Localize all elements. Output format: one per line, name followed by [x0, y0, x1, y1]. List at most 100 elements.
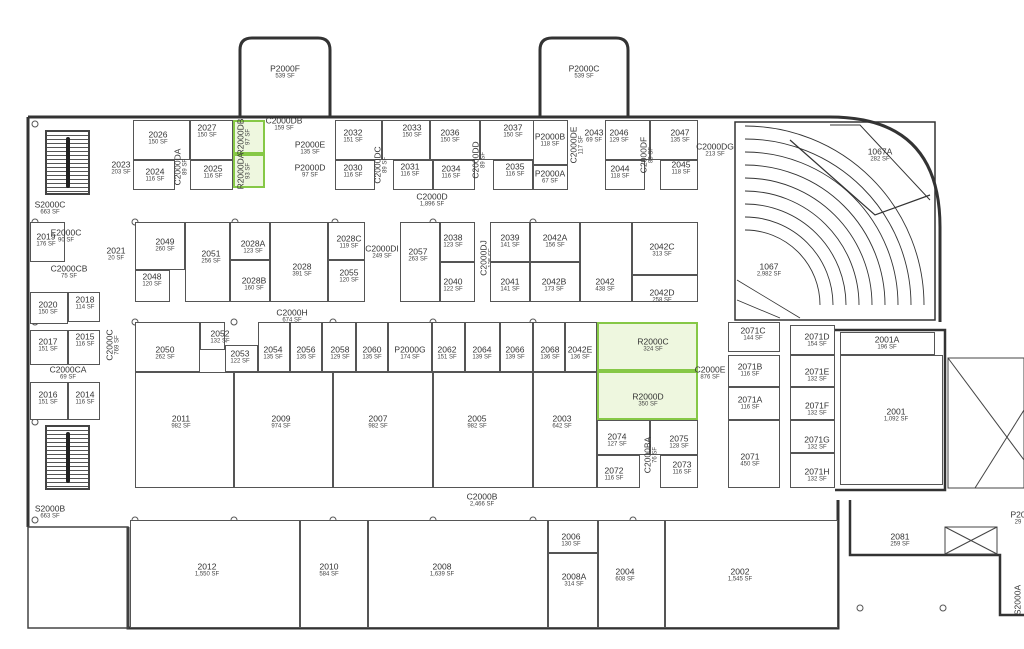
room-r2000c[interactable] — [597, 322, 698, 371]
room-2071b[interactable] — [728, 355, 780, 387]
room-2055[interactable] — [328, 260, 365, 302]
room-2021[interactable] — [100, 245, 130, 263]
room-2023[interactable] — [103, 120, 133, 190]
room-2058[interactable] — [322, 322, 356, 372]
room-p2000a[interactable] — [533, 165, 568, 190]
room-1067a[interactable] — [860, 145, 900, 167]
room-2042a[interactable] — [530, 222, 580, 262]
room-2073[interactable] — [660, 455, 698, 488]
room-r2000da[interactable] — [233, 154, 265, 188]
room-2071a[interactable] — [728, 387, 780, 420]
room-2030[interactable] — [335, 160, 375, 190]
room-2060[interactable] — [356, 322, 388, 372]
room-2071[interactable] — [728, 420, 780, 488]
room-c2000dc[interactable] — [375, 150, 388, 190]
room-2075[interactable] — [650, 420, 698, 455]
room-2051[interactable] — [185, 222, 230, 302]
room-2006[interactable] — [548, 520, 598, 553]
room-2064[interactable] — [465, 322, 500, 372]
room-2053[interactable] — [225, 345, 258, 372]
room-2001[interactable] — [840, 355, 943, 485]
room-2028[interactable] — [270, 222, 328, 302]
room-2018[interactable] — [68, 292, 100, 322]
room-c2000ba[interactable] — [643, 440, 659, 475]
room-2020[interactable] — [30, 292, 68, 324]
room-1067[interactable] — [745, 255, 795, 285]
room-2041[interactable] — [490, 262, 530, 302]
room-2012[interactable] — [130, 520, 300, 628]
room-e2000c[interactable] — [58, 226, 86, 248]
room-2042e[interactable] — [565, 322, 597, 372]
room-2071g[interactable] — [790, 420, 835, 453]
room-2048[interactable] — [135, 270, 170, 302]
room-2017[interactable] — [30, 330, 68, 365]
room-2002[interactable] — [665, 520, 838, 628]
room-p2000g[interactable] — [388, 322, 432, 372]
room-2032[interactable] — [335, 120, 382, 160]
room-2071d[interactable] — [790, 325, 835, 355]
room-s2000c[interactable] — [30, 198, 75, 218]
room-2001a[interactable] — [840, 332, 935, 355]
room-2016[interactable] — [30, 382, 68, 420]
room-2042b[interactable] — [530, 262, 580, 302]
room-2042c[interactable] — [632, 222, 698, 275]
room-c2000b[interactable] — [455, 492, 510, 508]
room-c2000cb[interactable] — [50, 266, 90, 278]
room-s2000b[interactable] — [30, 502, 75, 522]
room-2035[interactable] — [493, 160, 533, 190]
room-c2000dd[interactable] — [475, 145, 487, 190]
room-2014[interactable] — [68, 382, 100, 420]
room-p2000d[interactable] — [285, 160, 335, 188]
room-c2000ca[interactable] — [50, 368, 90, 380]
room-2036[interactable] — [430, 120, 480, 160]
room-2066[interactable] — [500, 322, 533, 372]
room-2011[interactable] — [135, 372, 234, 488]
room-2044[interactable] — [605, 160, 645, 190]
room-2046[interactable] — [605, 120, 650, 160]
room-p2000e[interactable] — [285, 132, 335, 160]
room-2042[interactable] — [580, 222, 632, 302]
room-2056[interactable] — [290, 322, 322, 372]
room-2033[interactable] — [382, 120, 430, 160]
room-c2000db[interactable] — [265, 118, 305, 130]
room-2072[interactable] — [597, 455, 640, 488]
room-2071f[interactable] — [790, 387, 835, 420]
room-2043[interactable] — [585, 125, 603, 155]
room-c2000di[interactable] — [368, 240, 398, 264]
room-2045[interactable] — [660, 160, 698, 190]
room-2019[interactable] — [30, 222, 65, 262]
room-2026[interactable] — [133, 120, 190, 160]
room-2039[interactable] — [490, 222, 530, 262]
room-2034[interactable] — [433, 160, 475, 190]
room-p2000c[interactable] — [540, 38, 628, 117]
room-p2000f[interactable] — [240, 38, 330, 117]
room-2009[interactable] — [234, 372, 333, 488]
room-2037[interactable] — [480, 120, 535, 160]
room-2010[interactable] — [300, 520, 368, 628]
room-c2000h[interactable] — [255, 308, 330, 322]
room-c2000da[interactable] — [175, 145, 190, 190]
room-2005[interactable] — [433, 372, 533, 488]
room-2049[interactable] — [135, 222, 185, 270]
room-2025[interactable] — [190, 160, 233, 190]
room-2052[interactable] — [200, 322, 225, 350]
room-2057[interactable] — [400, 222, 440, 302]
room-2015[interactable] — [68, 330, 100, 365]
room-c2000d[interactable] — [400, 192, 460, 210]
room-2042d[interactable] — [632, 275, 698, 302]
room-c2000df[interactable] — [645, 140, 657, 185]
room-2068[interactable] — [533, 322, 565, 372]
room-r2000db[interactable] — [233, 120, 265, 154]
room-2028c[interactable] — [328, 222, 365, 260]
room-2028b[interactable] — [230, 260, 270, 302]
room-2008[interactable] — [368, 520, 548, 628]
room-2071h[interactable] — [790, 453, 835, 488]
room-2003[interactable] — [533, 372, 597, 488]
room-c2000de[interactable] — [570, 125, 584, 175]
room-2027[interactable] — [190, 120, 233, 160]
room-2024[interactable] — [133, 160, 175, 190]
room-2062[interactable] — [432, 322, 465, 372]
room-2004[interactable] — [598, 520, 665, 628]
room-2047[interactable] — [650, 120, 698, 160]
room-r2000d[interactable] — [597, 371, 698, 420]
